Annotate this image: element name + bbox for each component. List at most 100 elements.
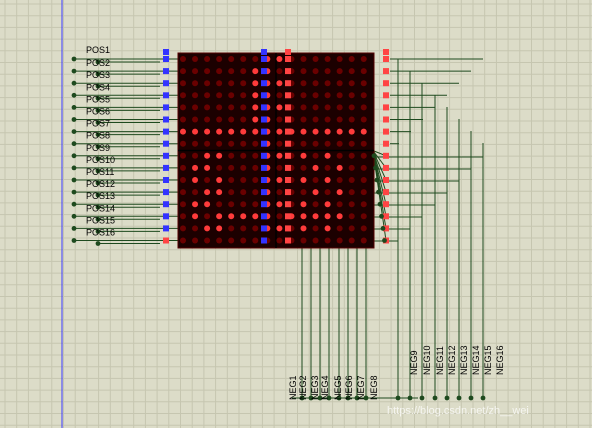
left-pin: [163, 213, 169, 220]
wire-junction: [379, 213, 384, 219]
led-off: [348, 164, 355, 171]
neg-label: NEG16: [495, 345, 505, 375]
led-off: [180, 56, 186, 62]
wire-junction: [71, 56, 77, 62]
wire: [373, 154, 387, 205]
led-on: [240, 128, 247, 135]
neg-label: NEG2: [298, 375, 308, 400]
left-pin: [163, 225, 169, 232]
neg-label: NEG3: [310, 375, 320, 400]
led-off: [192, 237, 199, 244]
led-off: [360, 80, 367, 87]
right-pin: [383, 164, 389, 171]
led-off: [360, 92, 367, 99]
led-on: [312, 213, 319, 220]
led-off: [180, 116, 186, 123]
right-pin: [383, 68, 389, 75]
center-red-pin: [285, 56, 291, 62]
led-on: [360, 128, 367, 135]
wire: [373, 153, 387, 193]
led-off: [348, 92, 355, 99]
center-blue-pin: [261, 56, 267, 62]
led-off: [180, 201, 186, 208]
led-off: [336, 237, 343, 244]
led-off: [228, 104, 235, 111]
wire-junction: [95, 95, 101, 101]
led-off: [312, 140, 319, 147]
left-pin: [163, 80, 169, 87]
wire-junction: [371, 153, 377, 159]
led-off: [300, 164, 307, 171]
pos-label: POS1: [86, 45, 110, 55]
led-on: [192, 177, 199, 183]
led-on: [252, 68, 259, 75]
pos-label: POS6: [86, 107, 110, 117]
led-off: [360, 213, 367, 220]
led-on: [324, 201, 331, 208]
led-off: [252, 201, 259, 208]
wire-junction: [71, 238, 77, 243]
led-off: [204, 116, 211, 123]
led-off: [204, 237, 211, 244]
led-off: [300, 68, 307, 75]
led-off: [348, 237, 355, 244]
left-pin: [163, 201, 169, 208]
pos-label: POS15: [86, 215, 115, 225]
led-off: [216, 104, 223, 111]
center-blue-pin: [261, 80, 267, 87]
wire-junctions: [71, 56, 486, 401]
left-pin: [163, 49, 169, 55]
led-off: [216, 140, 223, 147]
led-off: [276, 189, 283, 196]
led-off: [252, 189, 259, 196]
wire-junction: [299, 395, 305, 401]
wire-junction: [377, 201, 383, 207]
pos-label: POS13: [86, 191, 115, 201]
led-off: [276, 237, 283, 244]
led-off: [204, 92, 211, 99]
pos-label: POS10: [86, 155, 115, 165]
wire-junction: [354, 395, 360, 401]
led-matrix-16x16[interactable]: [177, 52, 375, 249]
led-off: [348, 177, 355, 183]
left-pin: [163, 152, 169, 159]
led-off: [240, 56, 247, 62]
led-off: [324, 80, 331, 87]
left-pin: [163, 116, 169, 123]
led-off: [348, 68, 355, 75]
led-off: [348, 104, 355, 111]
led-on: [252, 128, 259, 135]
right-pin: [383, 140, 389, 147]
wire-junction: [419, 395, 425, 401]
center-red-pin: [285, 116, 291, 123]
led-off: [324, 116, 331, 123]
led-off: [180, 189, 186, 196]
wire-junction: [326, 395, 332, 401]
center-blue-pin: [261, 104, 267, 111]
led-off: [228, 68, 235, 75]
led-off: [228, 56, 235, 62]
led-on: [192, 201, 199, 208]
led-on: [228, 128, 235, 135]
led-off: [300, 189, 307, 196]
led-off: [192, 152, 199, 159]
right-pin: [383, 49, 389, 55]
led-off: [312, 68, 319, 75]
led-off: [276, 140, 283, 147]
led-off: [240, 80, 247, 87]
led-off: [312, 92, 319, 99]
wire-junction: [95, 204, 101, 210]
neg-label: NEG10: [422, 345, 432, 375]
led-off: [336, 68, 343, 75]
led-on: [192, 128, 199, 135]
center-red-pin: [285, 140, 291, 147]
led-off: [252, 140, 259, 147]
led-off: [180, 164, 186, 171]
led-off: [336, 152, 343, 159]
led-off: [228, 140, 235, 147]
led-off: [360, 104, 367, 111]
pos-label: POS3: [86, 70, 110, 80]
led-off: [312, 152, 319, 159]
led-on: [240, 213, 247, 220]
